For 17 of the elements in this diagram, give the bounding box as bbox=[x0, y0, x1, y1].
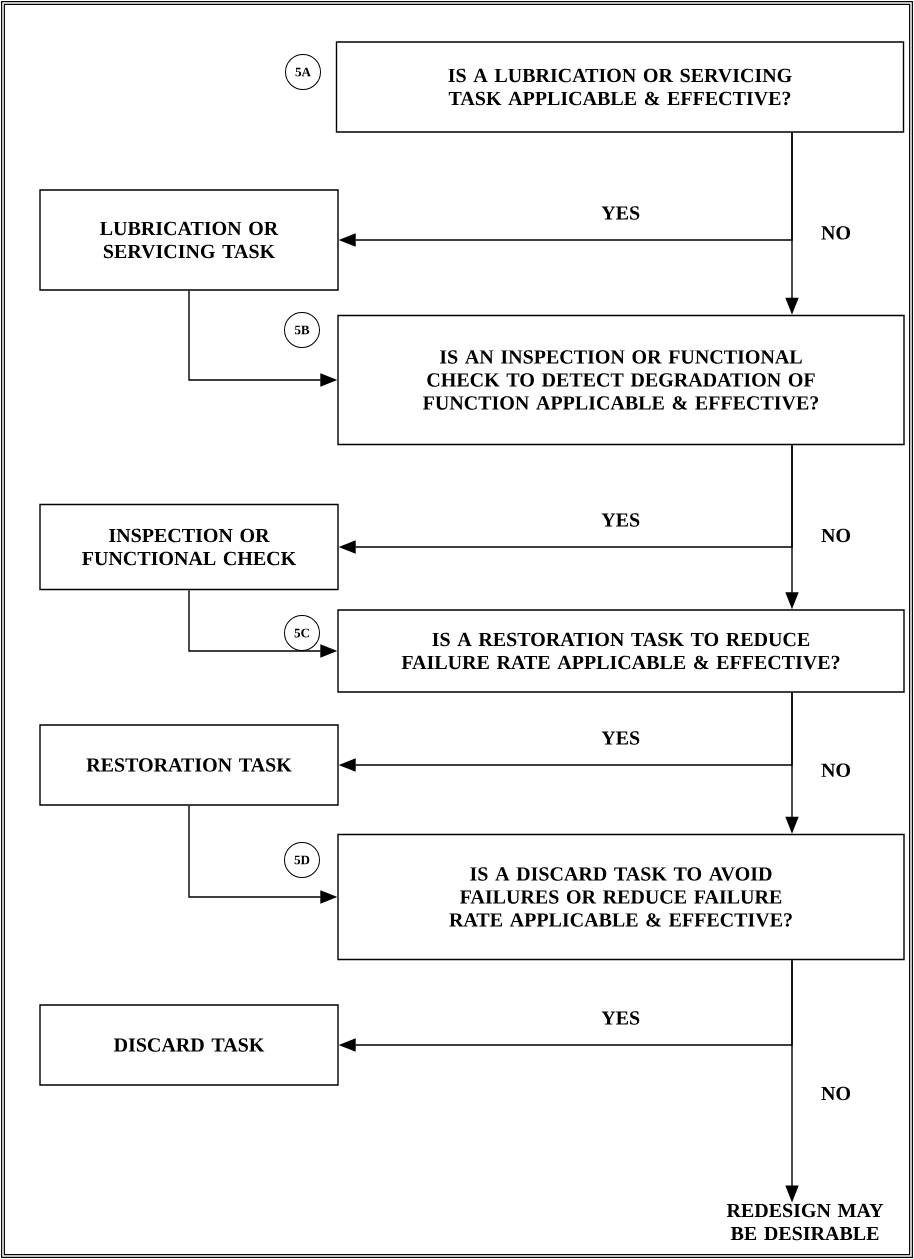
edge-label: NO bbox=[821, 1086, 850, 1101]
task-box: RESTORATION TASK bbox=[39, 724, 339, 806]
edge-label: YES bbox=[601, 513, 640, 527]
task-box: LUBRICATION OR SERVICING TASK bbox=[39, 189, 339, 291]
end-text: REDESIGN MAY BE DESIRABLE bbox=[726, 1203, 884, 1241]
question-box: IS A DISCARD TASK TO AVOID FAILURES OR REDUCE FAILURE RATE APPLICABLE & EFFECTIVE? bbox=[337, 833, 905, 961]
edge-label: YES bbox=[601, 731, 640, 745]
edge-label: NO bbox=[821, 763, 850, 778]
edge-label: YES bbox=[601, 206, 640, 220]
question-box: IS A RESTORATION TASK TO REDUCE FAILURE RATE APPLICABLE & EFFECTIVE? bbox=[337, 609, 905, 693]
task-box: INSPECTION OR FUNCTIONAL CHECK bbox=[39, 503, 339, 591]
edge-label: NO bbox=[821, 528, 850, 543]
question-box: IS AN INSPECTION OR FUNCTIONAL CHECK TO DETECT DEGRADATION OF FUNCTION APPLICABLE & EFFECTIVE? bbox=[337, 314, 905, 446]
question-box: IS A LUBRICATION OR SERVICING TASK APPLICABLE & EFFECTIVE? bbox=[335, 41, 905, 133]
task-box: DISCARD TASK bbox=[39, 1004, 339, 1086]
edge-label: YES bbox=[601, 1011, 640, 1025]
edge-label: NO bbox=[821, 226, 850, 240]
